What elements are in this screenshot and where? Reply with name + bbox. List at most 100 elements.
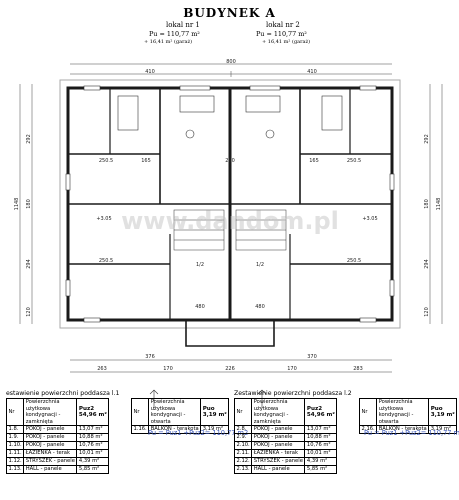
header-nr: Nr — [5, 398, 25, 426]
living-width-1: 250.5 — [99, 258, 113, 264]
unit-2-name: lokal nr 2 — [266, 21, 300, 29]
left-closed-table: Nr Powierzchnia użytkowa kondygnacji - z… — [5, 398, 110, 474]
row-nr: 1.12. — [5, 457, 25, 466]
dim-right-seg-1: 292 — [424, 134, 430, 144]
row-area: 10,01 m² — [304, 449, 338, 458]
row-name: POKÓJ - panele — [251, 441, 306, 450]
dim-bottom-inner-1: 376 — [145, 354, 155, 360]
header-nr: Nr — [358, 398, 378, 426]
left-sum: Pu = Puz1 +Puz2= 110,77 m2 — [148, 429, 249, 437]
level-mark-right: +3.05 — [362, 216, 377, 222]
row-area: 13,07 m² — [76, 425, 110, 434]
row-name: ŁAZIENKA - terak — [251, 449, 306, 458]
unit-1-area: Pu = 110,77 m² — [149, 29, 200, 38]
row-name: POKÓJ - panele — [251, 433, 306, 442]
stair-label-right: 1/2 — [256, 262, 264, 268]
row-area: 5,85 m² — [304, 465, 338, 474]
unit-2-header: lokal nr 2 Pu = 110,77 m² + 16,41 m² (ga… — [256, 21, 310, 47]
row-nr: 1.10. — [5, 441, 25, 450]
right-closed-table: Nr Powierzchnia użytkowa kondygnacji - z… — [233, 398, 338, 474]
row-area: 10,76 m² — [76, 441, 110, 450]
dim-bottom-seg-4: 170 — [287, 366, 297, 372]
row-name: HALL - panele — [251, 465, 306, 474]
unit-2-area: Pu = 110,77 m² — [256, 29, 307, 38]
row-nr: 1.8. — [5, 425, 25, 434]
level-mark-left: +3.05 — [96, 216, 111, 222]
row-nr: 2.13. — [233, 465, 253, 474]
room-width-1: 250.5 — [99, 158, 113, 164]
header-unit: Puo — [202, 405, 215, 412]
row-area: 13,07 m² — [304, 425, 338, 434]
dim-top-left: 410 — [145, 69, 155, 75]
right-open-table: Nr Powierzchnia użytkowa kondygnacji - o… — [358, 398, 458, 434]
table-header: Nr Powierzchnia użytkowa kondygnacji - z… — [233, 398, 338, 426]
header-unit: Puz2 — [78, 405, 95, 412]
header-total: 54,96 m² — [78, 412, 107, 418]
row-area: 4,39 m² — [76, 457, 110, 466]
row-nr: 1.16. — [130, 425, 150, 434]
left-table-caption: estawienie powierzchni poddasza l.1 — [6, 390, 120, 397]
row-nr: 1.13. — [5, 465, 25, 474]
floor-plan: 800 410 410 1148 292 180 294 120 1148 29… — [14, 59, 443, 408]
living-width-4: 250.5 — [347, 258, 361, 264]
left-open-table: Nr Powierzchnia użytkowa kondygnacji - o… — [130, 398, 230, 434]
header-unit: Puz2 — [306, 405, 323, 412]
header-desc: Powierzchnia użytkowa kondygnacji - zamk… — [251, 398, 306, 426]
header-desc: Powierzchnia użytkowa kondygnacji - zamk… — [23, 398, 78, 426]
row-area: 10,76 m² — [304, 441, 338, 450]
header-total: 3,19 m² — [430, 412, 455, 418]
dim-bottom-seg-3: 226 — [225, 366, 235, 372]
row-nr: 2.12. — [233, 457, 253, 466]
row-area: 4,39 m² — [304, 457, 338, 466]
dim-right-seg-4: 120 — [424, 307, 430, 317]
row-nr: 2.9. — [233, 433, 253, 442]
header-total: 3,19 m² — [202, 412, 227, 418]
right-table-caption: Zestawienie powierzchni poddasza l.2 — [234, 390, 352, 397]
dim-left-seg-1: 292 — [26, 134, 32, 144]
header-unit: Puo — [430, 405, 443, 412]
unit-1-header: lokal nr 1 Pu = 110,77 m² + 16,41 m² (ga… — [140, 21, 200, 47]
row-area: 3,19 m² — [428, 425, 458, 434]
row-name: HALL - panele — [23, 465, 78, 474]
row-name: STRYSZEK - panele — [251, 457, 306, 466]
row-name: POKÓJ - panele — [23, 433, 78, 442]
table-header: Nr Powierzchnia użytkowa kondygnacji - o… — [358, 398, 458, 426]
dim-bottom-seg-5: 283 — [353, 366, 363, 372]
row-nr: 2.11. — [233, 449, 253, 458]
header-total: 54,96 m² — [306, 412, 335, 418]
unit-1-name: lokal nr 1 — [166, 21, 200, 29]
header-desc: Powierzchnia użytkowa kondygnacji - otwa… — [376, 398, 430, 426]
dim-top-right: 410 — [307, 69, 317, 75]
row-area: 10,88 m² — [304, 433, 338, 442]
dim-right-total: 1148 — [436, 198, 442, 211]
dim-left-seg-4: 120 — [26, 307, 32, 317]
room-width-2: 165 — [141, 158, 151, 164]
row-area: 3,19 m² — [200, 425, 230, 434]
living-width-3: 480 — [255, 304, 265, 310]
living-width-2: 480 — [195, 304, 205, 310]
row-name: STRYSZEK - panele — [23, 457, 78, 466]
right-sum: Pu = Puz1 +Puz2= 110,77 m2 — [364, 429, 459, 437]
row-name: POKÓJ - panele — [23, 441, 78, 450]
room-width-5: 250.5 — [347, 158, 361, 164]
row-nr: 2.10. — [233, 441, 253, 450]
watermark: www.dandom.pl — [121, 207, 339, 235]
row-nr: 1.11. — [5, 449, 25, 458]
dim-bottom-seg-1: 263 — [97, 366, 107, 372]
row-name: POKÓJ - panele — [23, 425, 78, 434]
dim-right-seg-2: 180 — [424, 199, 430, 209]
